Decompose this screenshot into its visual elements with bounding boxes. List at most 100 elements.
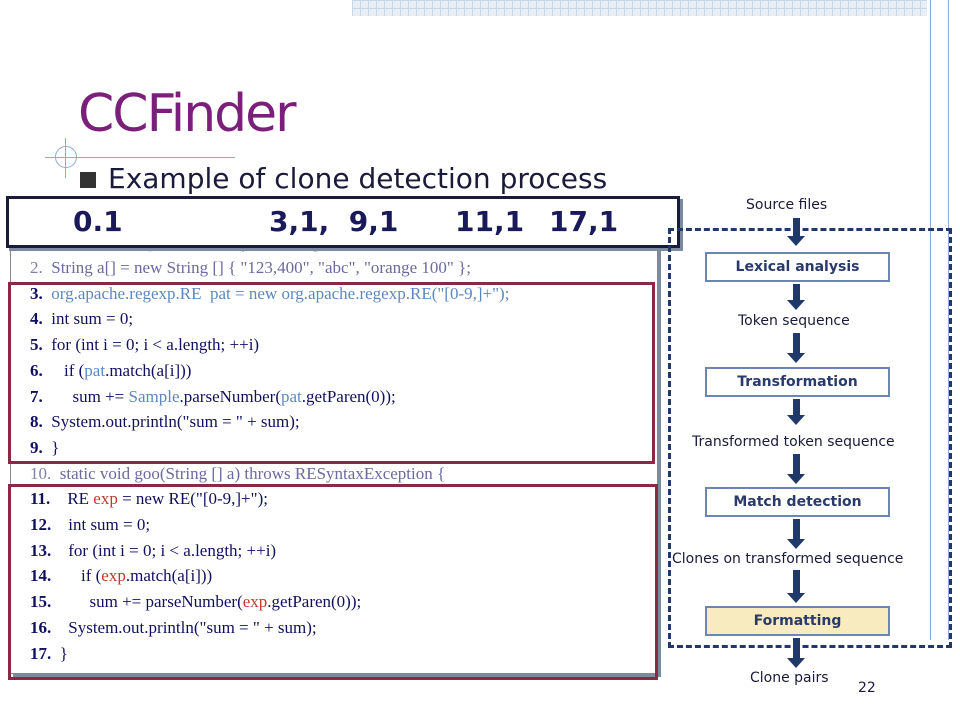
code-token: .match(a[i])) bbox=[125, 566, 213, 586]
flow-arrow-head bbox=[787, 474, 805, 484]
code-line: 10. static void goo(String [] a) throws … bbox=[30, 464, 445, 484]
banner-item: 11,1 bbox=[455, 205, 525, 238]
line-number: 13. bbox=[30, 540, 52, 560]
line-number: 6. bbox=[30, 360, 43, 380]
flow-output-label: Clones on transformed sequence bbox=[672, 551, 904, 567]
slide-title: CCFinder bbox=[78, 84, 297, 144]
code-line: 8. System.out.println("sum = " + sum); bbox=[30, 412, 300, 432]
decorative-grid bbox=[352, 0, 927, 16]
flow-output-label: Transformed token sequence bbox=[692, 434, 895, 450]
code-token: pat bbox=[84, 360, 106, 380]
code-line: 12. int sum = 0; bbox=[30, 515, 150, 535]
code-token: for (int i = 0; i < a.length; ++i) bbox=[59, 540, 277, 560]
code-token: int sum = 0; bbox=[51, 309, 134, 329]
code-token: Sample bbox=[128, 386, 180, 406]
code-token: System.out.println("sum = " + sum); bbox=[51, 412, 300, 432]
code-line: 15. sum += parseNumber(exp.getParen(0)); bbox=[30, 592, 361, 612]
flow-arrow-head bbox=[787, 300, 805, 310]
line-number: 14. bbox=[30, 566, 52, 586]
line-number: 11. bbox=[30, 489, 51, 509]
code-token: exp bbox=[101, 566, 126, 586]
decorative-line bbox=[948, 0, 949, 640]
line-number: 15. bbox=[30, 592, 52, 612]
line-number: 5. bbox=[30, 335, 43, 355]
step-match-detection: Match detection bbox=[705, 487, 890, 517]
code-token: System.out.println("sum = " + sum); bbox=[59, 617, 317, 637]
flow-arrow-head bbox=[787, 539, 805, 549]
line-number: 9. bbox=[30, 437, 43, 457]
code-token: if ( bbox=[59, 566, 102, 586]
flow-arrow bbox=[793, 218, 800, 238]
code-token: exp bbox=[93, 489, 118, 509]
line-number: 4. bbox=[30, 309, 43, 329]
line-number: 16. bbox=[30, 617, 52, 637]
line-number: 2. bbox=[30, 258, 43, 277]
decorative-line bbox=[65, 138, 66, 178]
code-line: 16. System.out.println("sum = " + sum); bbox=[30, 618, 317, 638]
decorative-line bbox=[930, 0, 931, 640]
flow-arrow-head bbox=[787, 415, 805, 425]
banner-item: 0.1 bbox=[73, 205, 123, 238]
code-line: 7. sum += Sample.parseNumber(pat.getPare… bbox=[30, 387, 396, 407]
flow-arrow bbox=[793, 519, 800, 541]
code-token: sum += bbox=[51, 386, 129, 406]
code-line: 17. } bbox=[30, 644, 68, 664]
line-number: 8. bbox=[30, 412, 43, 432]
code-line: 2. String a[] = new String [] { "123,400… bbox=[30, 258, 471, 278]
code-token: .getParen(0)); bbox=[267, 592, 362, 612]
line-number: 10. bbox=[30, 463, 52, 483]
code-token: sum += parseNumber( bbox=[59, 592, 243, 612]
code-token: pat bbox=[281, 386, 302, 406]
line-number: 12. bbox=[30, 515, 52, 534]
code-token: static void goo(String [] a) throws RESy… bbox=[59, 463, 446, 483]
code-line: 6. if (pat.match(a[i])) bbox=[30, 361, 191, 381]
code-token: if ( bbox=[51, 360, 85, 380]
step-formatting: Formatting bbox=[705, 606, 890, 636]
clone-position-banner: 0.1 3,1, 9,1 11,1 17,1 bbox=[6, 196, 680, 248]
code-line: 4. int sum = 0; bbox=[30, 309, 133, 329]
line-number: 17. bbox=[30, 643, 52, 663]
banner-item: 3,1, 9,1 bbox=[269, 205, 399, 238]
code-line: 14. if (exp.match(a[i])) bbox=[30, 566, 212, 586]
flow-arrow-head bbox=[787, 593, 805, 603]
banner-item: 17,1 bbox=[549, 205, 619, 238]
flow-arrow-head bbox=[787, 353, 805, 363]
code-line: 5. for (int i = 0; i < a.length; ++i) bbox=[30, 335, 259, 355]
line-number: 3. bbox=[30, 283, 43, 303]
code-line: 3. org.apache.regexp.RE pat = new org.ap… bbox=[30, 284, 509, 304]
code-token: .parseNumber( bbox=[179, 386, 282, 406]
code-token: int sum = 0; bbox=[59, 515, 151, 534]
flow-output-label: Token sequence bbox=[738, 313, 850, 329]
flow-arrow bbox=[793, 399, 800, 417]
code-token: String a[] = new String [] { "123,400", … bbox=[51, 258, 471, 277]
flow-arrow bbox=[793, 570, 800, 595]
code-token: } bbox=[51, 437, 60, 457]
flow-output-label: Clone pairs bbox=[750, 670, 829, 686]
code-token: RE bbox=[58, 489, 94, 509]
flow-arrow bbox=[793, 638, 800, 660]
flow-arrow-head bbox=[787, 658, 805, 668]
code-token: .match(a[i])) bbox=[105, 360, 192, 380]
bullet-marker bbox=[80, 172, 96, 188]
code-line: 11. RE exp = new RE("[0-9,]+"); bbox=[30, 489, 268, 509]
code-token: = new RE("[0-9,]+"); bbox=[117, 489, 268, 509]
clone-frame-foo bbox=[8, 282, 655, 464]
code-token: for (int i = 0; i < a.length; ++i) bbox=[51, 335, 260, 355]
process-boundary bbox=[668, 228, 952, 648]
clone-frame-goo bbox=[8, 484, 658, 680]
code-token: org.apache.regexp.RE pat = new org.apach… bbox=[51, 283, 510, 303]
code-token: .getParen(0)); bbox=[301, 386, 396, 406]
step-transformation: Transformation bbox=[705, 367, 890, 397]
code-token: } bbox=[59, 643, 68, 663]
flow-arrow bbox=[793, 454, 800, 476]
page-number: 22 bbox=[858, 680, 876, 696]
decorative-line bbox=[45, 157, 235, 158]
flow-arrow bbox=[793, 333, 800, 355]
flow-arrow-head bbox=[787, 236, 805, 246]
step-lexical-analysis: Lexical analysis bbox=[705, 252, 890, 282]
code-token: exp bbox=[242, 592, 268, 612]
line-number: 7. bbox=[30, 386, 43, 406]
code-line: 13. for (int i = 0; i < a.length; ++i) bbox=[30, 541, 276, 561]
flow-source-label: Source files bbox=[746, 197, 828, 213]
